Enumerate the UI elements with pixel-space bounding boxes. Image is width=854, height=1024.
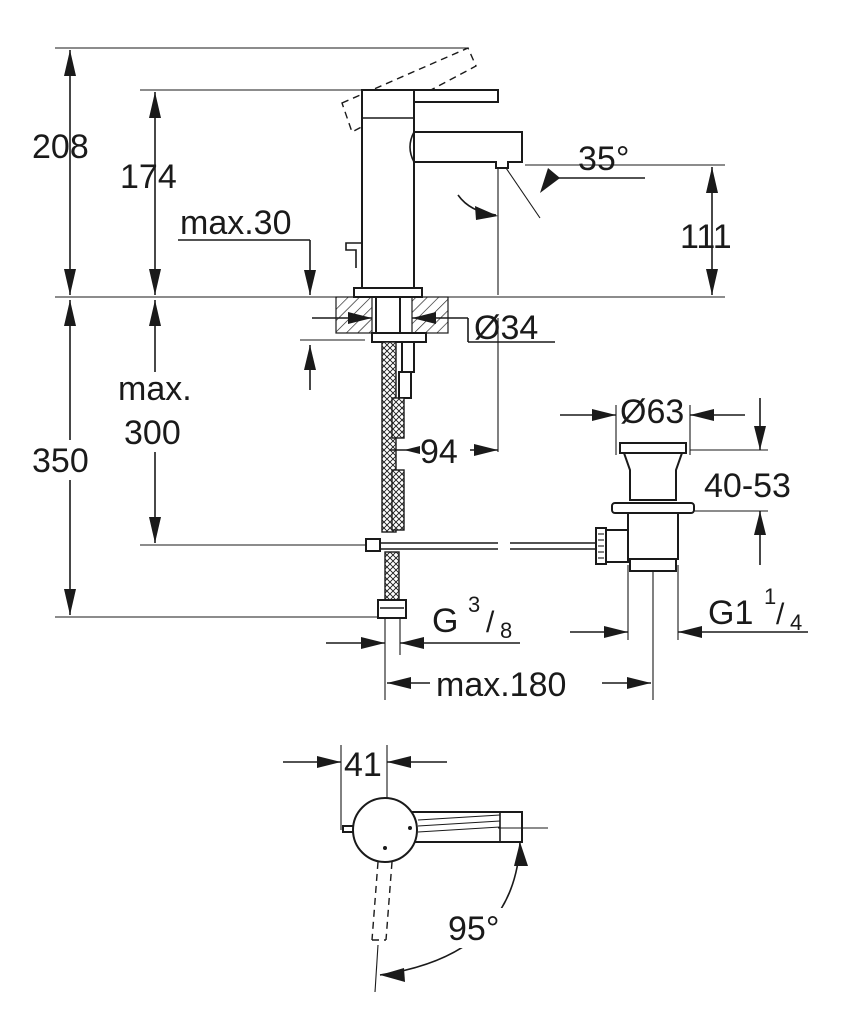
dim-label-40-53: 40-53 [704, 467, 791, 505]
dim-label-g1-num: 1 [764, 584, 776, 609]
dim-g1-14: G1 1 / 4 [570, 584, 808, 638]
dim-label-g-slash: / [486, 606, 495, 639]
dim-label-350: 350 [32, 442, 89, 480]
dim-label-41: 41 [344, 746, 382, 784]
dim-95deg: 95° [374, 827, 548, 993]
dim-label-diameter-34: Ø34 [474, 309, 538, 347]
dim-label-g1: G1 [708, 594, 753, 632]
lever-swivel-dashed [371, 861, 393, 941]
supply-hoses [377, 341, 415, 619]
faucet-body [341, 47, 523, 343]
dim-94: 94 [390, 432, 498, 471]
dim-35deg: 35° [457, 140, 645, 220]
dim-350: 350 [28, 300, 104, 615]
dim-41: 41 [283, 745, 447, 830]
dim-174: 174 [120, 92, 177, 295]
top-view: 41 95° [283, 745, 548, 993]
side-view: 208 174 max.30 111 [28, 47, 808, 704]
dim-label-300: 300 [124, 414, 181, 452]
dim-111: 111 [680, 167, 732, 295]
lever-top [342, 797, 523, 863]
dim-label-95deg: 95° [448, 910, 499, 948]
dim-label-g-den: 8 [500, 618, 512, 643]
dim-label-208: 208 [32, 128, 89, 166]
dim-max300: max. 300 [108, 300, 203, 543]
waste-fitting [595, 442, 695, 572]
dim-max180: max.180 [387, 664, 651, 704]
dim-label-max30: max.30 [180, 204, 292, 242]
dim-label-g-num: 3 [468, 592, 480, 617]
dim-label-max: max. [118, 370, 192, 408]
dim-label-g1-slash: / [776, 598, 785, 631]
popup-rod [365, 538, 596, 552]
dim-diameter-63: Ø63 [560, 393, 745, 431]
dim-40-53: 40-53 [704, 398, 791, 565]
dim-label-g1-den: 4 [790, 610, 802, 635]
dim-label-max180: max.180 [436, 666, 566, 704]
dim-max30: max.30 [178, 204, 365, 390]
dim-g38: G 3 / 8 [326, 592, 520, 649]
dim-label-94: 94 [420, 433, 458, 471]
dim-label-174: 174 [120, 158, 177, 196]
dim-label-111: 111 [680, 218, 732, 256]
dim-label-g: G [432, 602, 458, 640]
dim-label-diameter-63: Ø63 [620, 393, 684, 431]
dim-208: 208 [32, 50, 89, 295]
dim-label-35deg: 35° [578, 140, 629, 178]
dim-diameter-34: Ø34 [312, 309, 555, 347]
